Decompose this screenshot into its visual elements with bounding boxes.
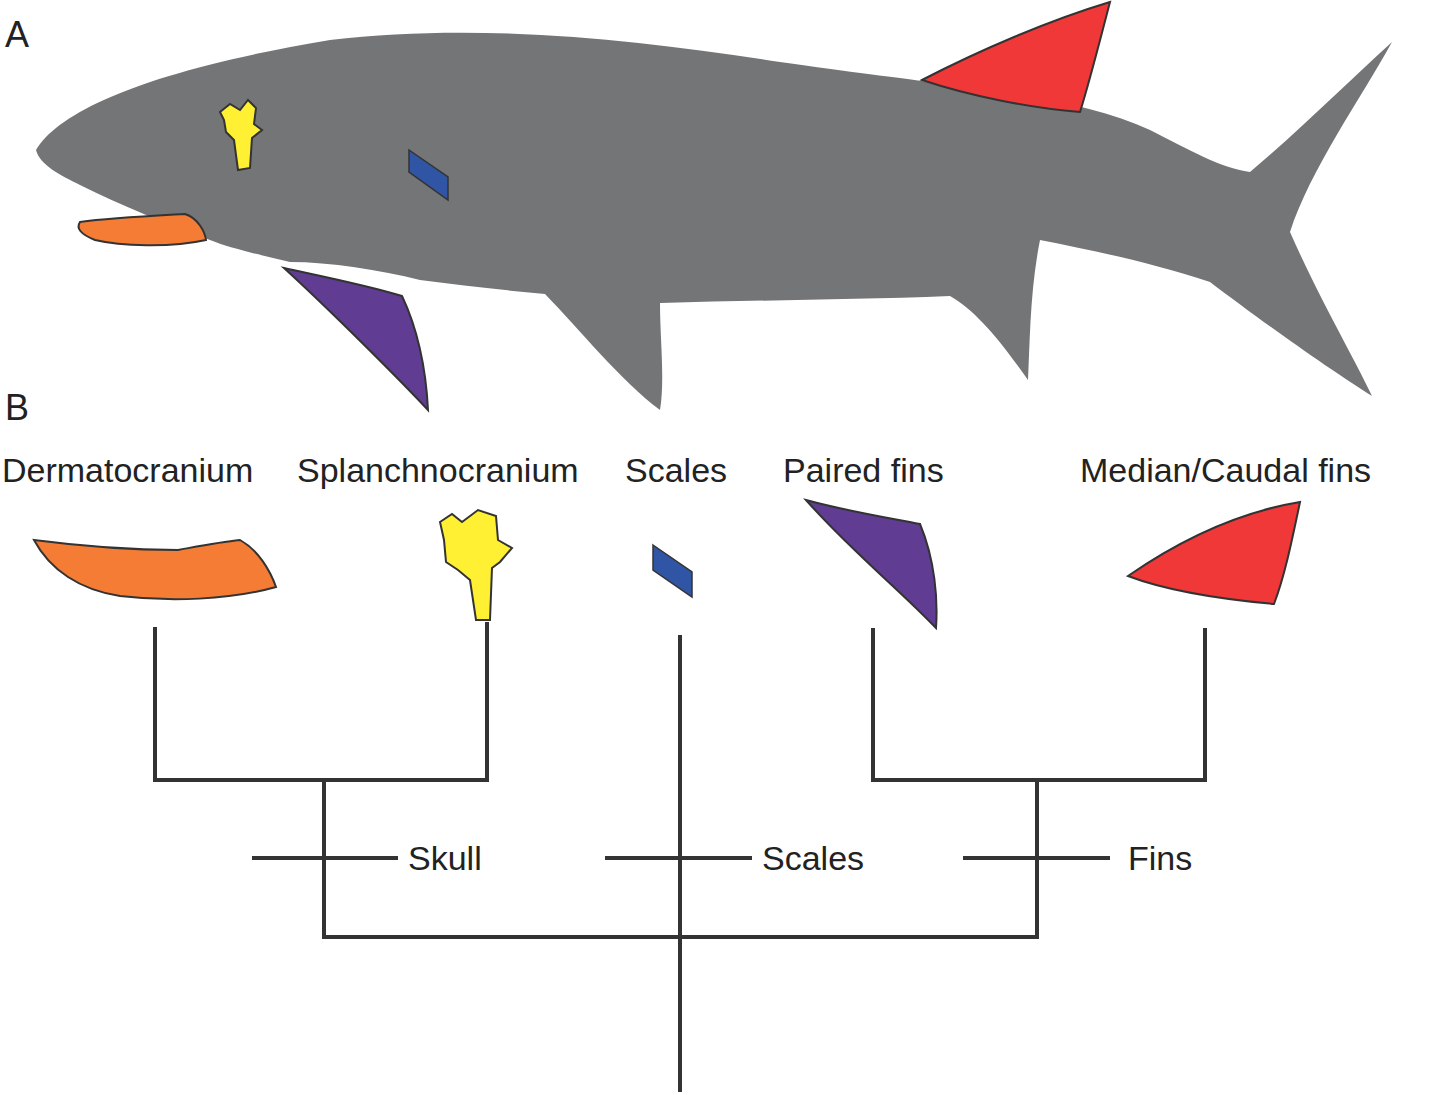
fish-silhouette [36,33,1392,410]
scale-shape [653,545,692,597]
panel-letter: B [5,388,29,428]
character-label: Skull [408,838,482,878]
median-fin-shape [1128,502,1300,604]
splanchnocranium-shape [440,510,512,620]
character-label: Fins [1128,838,1192,878]
median-fin-shape [922,2,1110,112]
dermatocranium-shape [34,540,276,599]
dermatocranium-shape [79,214,206,245]
part-name: Paired fins [783,450,944,490]
cladogram [155,622,1205,1092]
splanchnocranium-shape [220,100,262,170]
paired-fin-shape [284,268,428,410]
part-name: Scales [625,450,727,490]
part-name: Splanchnocranium [297,450,579,490]
part-name: Dermatocranium [2,450,253,490]
panel-letter: A [5,15,29,55]
character-label: Scales [762,838,864,878]
scale-shape [409,150,448,200]
part-name: Median/Caudal fins [1080,450,1371,490]
paired-fin-shape [806,500,937,628]
